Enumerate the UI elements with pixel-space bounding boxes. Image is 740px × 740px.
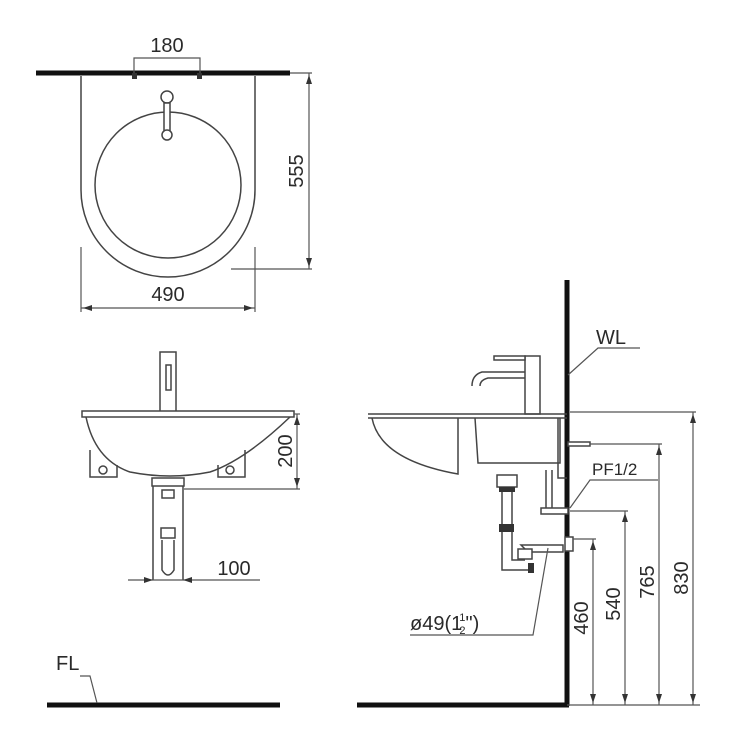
basin-bowl [85,416,291,477]
wall-line-label: WL [596,327,626,349]
dim-100: 100 [217,558,250,580]
basin-rim [81,410,295,418]
dim-830: 830 [671,561,693,594]
dim-200: 200 [275,434,297,467]
dim-540: 540 [603,587,625,620]
supply-label: PF1/2 [592,460,637,479]
floor: FL [47,653,280,708]
faucet-head [160,90,174,104]
floor-label: FL [56,653,79,675]
dim-490: 490 [151,284,184,306]
top-view: 180 555 490 [36,35,312,312]
dim-460: 460 [571,601,593,634]
dim-765: 765 [637,565,659,598]
front-view: 200 100 [81,351,300,583]
dim-180: 180 [150,35,183,57]
faucet-spout [163,102,171,134]
dim-555: 555 [286,154,308,187]
basin-outline [80,76,256,278]
